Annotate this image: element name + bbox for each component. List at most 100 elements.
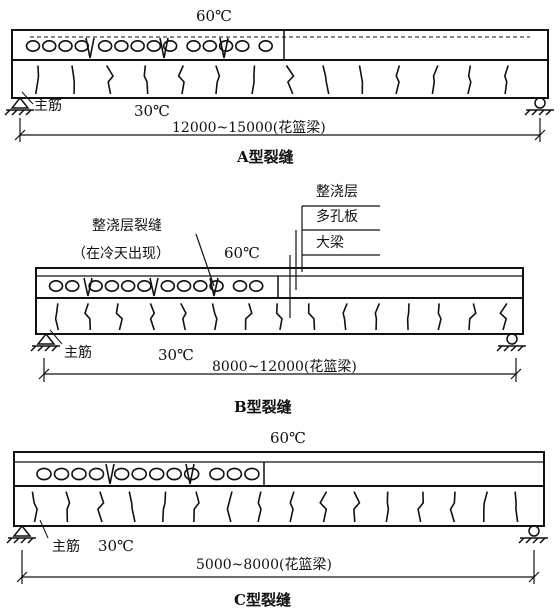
- crack-line: [342, 303, 348, 331]
- slab-hole: [120, 279, 136, 292]
- crack-line: [275, 303, 283, 331]
- figure-b-layer-topping: 整浇层: [316, 184, 358, 200]
- figure-b-top-temp: 60℃: [224, 244, 260, 262]
- crack-line: [54, 303, 60, 331]
- crack-line: [180, 303, 187, 331]
- slab-hole: [186, 39, 201, 52]
- slab-hole: [104, 279, 120, 292]
- slab-hole: [183, 467, 200, 481]
- beam-b-rebar-leader: [49, 329, 63, 345]
- figure-b: [30, 205, 526, 382]
- slab-hole: [131, 467, 147, 481]
- topping-crack-mark: [83, 277, 93, 297]
- crack-line: [96, 491, 105, 523]
- crack-line: [353, 491, 361, 523]
- figure-c-caption: C型裂缝: [234, 591, 291, 609]
- figure-c: [6, 451, 548, 584]
- topping-crack-mark: [159, 37, 169, 59]
- crack-line: [193, 491, 200, 523]
- figure-a-top-temp: 60℃: [196, 7, 232, 25]
- slab-hole: [209, 279, 224, 292]
- beam-a-right-support: [524, 97, 554, 116]
- slab-hole: [244, 467, 260, 481]
- crack-line: [244, 303, 253, 331]
- slab-hole: [88, 467, 105, 481]
- beam-c-left-support: [6, 524, 36, 544]
- crack-line: [307, 303, 316, 331]
- crack-line: [514, 491, 519, 523]
- slab-hole: [160, 279, 176, 292]
- figure-c-top-temp: 60℃: [270, 429, 306, 447]
- slab-hole: [58, 39, 73, 52]
- beam-a-dimension: [14, 118, 546, 142]
- beam-b-topping-crack-leader: [195, 233, 215, 287]
- topping-crack-mark: [149, 277, 159, 297]
- slab-hole: [137, 279, 152, 292]
- figure-c-bottom-temp: 30℃: [98, 537, 134, 555]
- slab-hole: [130, 39, 145, 52]
- slab-hole: [48, 279, 64, 292]
- beam-b-layer-leaders: [289, 205, 380, 318]
- crack-line: [105, 65, 115, 95]
- crack-line: [417, 491, 425, 523]
- slab-hole: [248, 279, 264, 292]
- figure-b-caption: B型裂缝: [234, 398, 292, 416]
- figure-a-caption: A型裂缝: [236, 148, 294, 166]
- crack-line: [503, 65, 509, 95]
- crack-line: [71, 65, 76, 95]
- slab-hole: [226, 467, 243, 481]
- crack-line: [449, 491, 456, 523]
- figure-b-topping-crack-note: （在冷天出现）: [72, 246, 170, 262]
- slab-hole: [25, 39, 41, 52]
- crack-line: [319, 491, 328, 523]
- slab-hole: [41, 39, 57, 52]
- beam-a-outline: [11, 29, 549, 99]
- figure-a-rebar-label: 主筋: [34, 97, 62, 114]
- slab-hole: [176, 279, 192, 292]
- figure-c-rebar-label: 主筋: [52, 538, 80, 555]
- slab-hole: [53, 467, 70, 481]
- slab-hole: [258, 39, 274, 52]
- crack-line: [358, 65, 364, 95]
- topping-crack-mark: [209, 277, 219, 297]
- crack-line: [215, 65, 221, 95]
- beam-a-left-support: [4, 96, 34, 116]
- crack-line: [385, 491, 390, 523]
- beam-c-cracks: [31, 491, 519, 523]
- figure-b-layer-girder: 大梁: [316, 235, 344, 251]
- beam-b-slab-holes: [48, 277, 264, 297]
- slab-hole: [232, 279, 248, 292]
- figure-b-span: 8000~12000(花篮梁): [212, 359, 357, 375]
- crack-line: [482, 491, 489, 523]
- crack-line: [468, 303, 477, 331]
- figure-b-layer-hollow-slab: 多孔板: [316, 208, 358, 225]
- crack-line: [128, 491, 136, 523]
- crack-line: [499, 302, 508, 331]
- topping-crack-mark: [105, 463, 115, 485]
- crack-line: [34, 65, 40, 95]
- figure-c-span: 5000~8000(花篮梁): [196, 557, 332, 573]
- crack-line: [374, 303, 381, 331]
- slab-hole: [193, 279, 208, 292]
- beam-c-slab-holes: [36, 463, 260, 485]
- crack-line: [406, 303, 410, 331]
- crack-line: [226, 491, 233, 523]
- beam-c-outline: [13, 451, 545, 527]
- slab-hole: [88, 279, 103, 292]
- topping-crack-mark: [219, 37, 229, 59]
- topping-crack-mark: [185, 463, 195, 485]
- slab-hole: [162, 39, 178, 52]
- crack-line: [115, 303, 124, 331]
- slab-hole: [113, 467, 130, 481]
- crack-line: [149, 303, 156, 331]
- figure-b-bottom-temp: 30℃: [158, 346, 194, 364]
- slab-hole: [202, 39, 218, 52]
- beam-b-outline: [35, 267, 524, 335]
- crack-line: [161, 491, 167, 523]
- beam-a-slab-holes: [25, 37, 274, 59]
- beam-b-dimension: [38, 358, 522, 382]
- crack-line: [431, 65, 439, 95]
- figure-b-topping-crack-label: 整浇层裂缝: [92, 218, 162, 234]
- slab-hole: [235, 39, 250, 52]
